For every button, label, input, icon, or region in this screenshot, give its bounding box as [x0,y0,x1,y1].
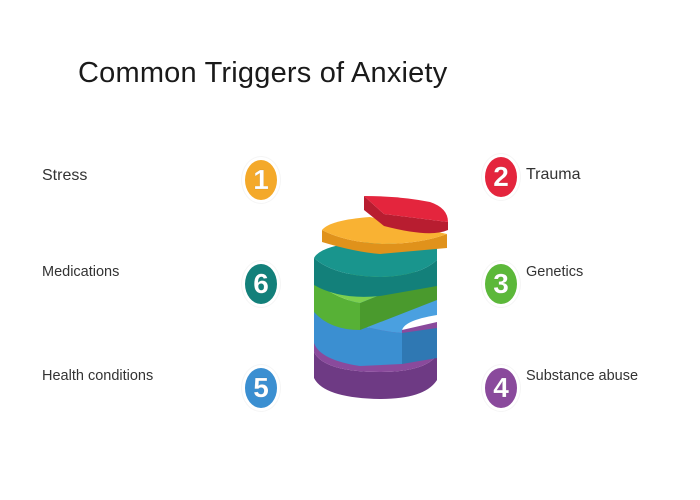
diagram-title: Common Triggers of Anxiety [78,57,448,89]
number-badge-6-text: 6 [253,268,269,299]
number-badge-1-text: 1 [253,164,269,195]
number-badge-3: 3 [482,261,520,307]
number-badge-5: 5 [242,365,280,411]
stacked-pie-cylinder [314,196,448,399]
trigger-label-stress: Stress [42,167,88,184]
trigger-label-health-conditions: Health conditions [42,368,154,384]
number-badge-2-text: 2 [493,161,509,192]
number-badge-1: 1 [242,157,280,203]
trigger-label-substance-abuse: Substance abuse [526,368,639,384]
layer-trauma [364,196,448,234]
number-badge-2: 2 [482,154,520,200]
number-badge-4: 4 [482,365,520,411]
trigger-label-genetics: Genetics [526,264,584,280]
number-badge-5-text: 5 [253,372,269,403]
layer-stress [322,217,447,254]
trigger-label-trauma: Trauma [526,166,581,183]
trigger-label-medications: Medications [42,264,120,280]
number-badge-3-text: 3 [493,268,509,299]
number-badge-4-text: 4 [493,372,509,403]
number-badge-6: 6 [242,261,280,307]
